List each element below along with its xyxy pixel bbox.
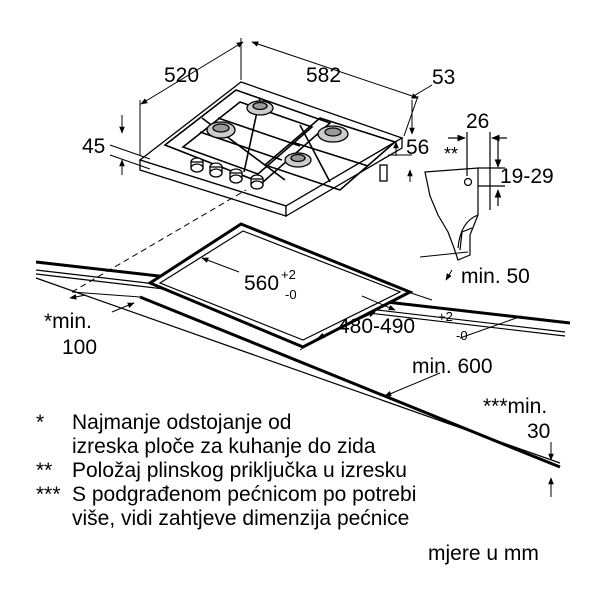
dim-side-53: 53 — [432, 66, 455, 89]
worktop-dimension-lines — [69, 189, 554, 497]
hob-top-plate — [138, 81, 404, 207]
pan-supports — [163, 89, 397, 191]
dim-hob-depth: 520 — [164, 64, 199, 87]
hob-dimension-lines — [109, 38, 433, 182]
svg-text:560: 560 — [244, 272, 279, 295]
dim-min-30-label: ***min. — [483, 395, 547, 418]
dim-connector-26: 26 — [466, 110, 489, 133]
gas-connector — [379, 164, 388, 182]
svg-text:480-490: 480-490 — [338, 315, 415, 338]
dim-side-56: 56 — [406, 136, 429, 159]
dim-cutout-depth: 480-490 +2 -0 — [338, 309, 468, 343]
dim-cutout-width: 560 +2 -0 — [244, 267, 297, 302]
dim-min-100-value: 100 — [62, 336, 97, 359]
dim-hob-height: 45 — [82, 135, 105, 158]
connector-point — [463, 177, 473, 187]
hob-side-edge — [285, 136, 403, 218]
gas-hob — [138, 81, 404, 218]
control-knobs — [190, 157, 264, 190]
dim-hob-width: 582 — [306, 64, 341, 87]
dim-min-50: min. 50 — [461, 265, 530, 288]
svg-text:+2: +2 — [281, 267, 296, 282]
svg-text:-0: -0 — [456, 328, 468, 343]
dim-connector-mark: ** — [444, 144, 458, 164]
connector-profile — [424, 167, 479, 261]
dim-min-600: min. 600 — [412, 355, 493, 378]
dim-connector-range: 19-29 — [500, 165, 554, 188]
svg-text:-0: -0 — [285, 287, 297, 302]
dim-min-30-value: 30 — [527, 420, 550, 443]
worktop — [35, 222, 571, 469]
dim-min-100-label: *min. — [44, 310, 92, 333]
svg-text:+2: +2 — [438, 309, 453, 324]
connector-detail — [424, 132, 507, 261]
burners — [206, 100, 349, 168]
